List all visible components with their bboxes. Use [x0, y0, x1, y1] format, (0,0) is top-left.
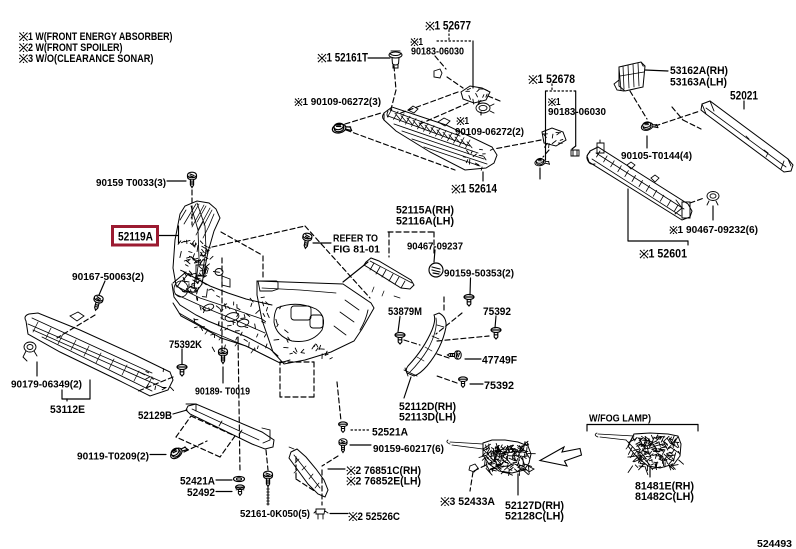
svg-text:90467-09237: 90467-09237 — [407, 241, 463, 253]
svg-text:90159 T0033(3): 90159 T0033(3) — [96, 177, 166, 189]
svg-text:52119A: 52119A — [118, 230, 153, 244]
svg-text:90167-50063(2): 90167-50063(2) — [72, 271, 144, 283]
svg-text:1 90109-06272(3): 1 90109-06272(3) — [303, 96, 382, 108]
svg-text:FIG 81-01: FIG 81-01 — [333, 244, 380, 256]
svg-text:3 W/O(CLEARANCE SONAR): 3 W/O(CLEARANCE SONAR) — [28, 53, 154, 65]
svg-text:75392K: 75392K — [169, 339, 202, 351]
svg-text:90105-T0144(4): 90105-T0144(4) — [621, 150, 692, 162]
svg-text:53163A(LH): 53163A(LH) — [670, 77, 727, 89]
svg-text:81482C(LH): 81482C(LH) — [635, 491, 694, 503]
svg-text:1: 1 — [419, 36, 424, 48]
svg-text:1 52677: 1 52677 — [435, 19, 472, 33]
svg-text:2 76852E(LH): 2 76852E(LH) — [356, 476, 422, 488]
svg-text:53112E: 53112E — [50, 404, 85, 416]
svg-text:52128C(LH): 52128C(LH) — [505, 511, 564, 523]
svg-text:W/FOG LAMP): W/FOG LAMP) — [589, 413, 651, 425]
svg-text:1: 1 — [556, 96, 561, 108]
svg-text:52113D(LH): 52113D(LH) — [399, 412, 456, 424]
svg-text:2 W(FRONT SPOILER): 2 W(FRONT SPOILER) — [28, 42, 123, 54]
svg-text:52161-0K050(5): 52161-0K050(5) — [240, 508, 310, 520]
svg-text:52021: 52021 — [730, 89, 758, 103]
svg-text:524493: 524493 — [757, 538, 792, 549]
svg-text:1 52678: 1 52678 — [538, 72, 576, 86]
svg-text:1 52161T: 1 52161T — [327, 51, 369, 65]
svg-text:1 52601: 1 52601 — [649, 247, 688, 261]
svg-text:75392: 75392 — [484, 380, 514, 392]
svg-text:90189- T0019: 90189- T0019 — [195, 386, 250, 398]
svg-text:3 52433A: 3 52433A — [450, 496, 496, 508]
svg-text:90159-50353(2): 90159-50353(2) — [444, 268, 514, 280]
svg-text:2 52526C: 2 52526C — [358, 511, 401, 523]
svg-text:52129B: 52129B — [138, 410, 172, 422]
svg-text:52421A: 52421A — [180, 476, 215, 488]
svg-text:75392: 75392 — [483, 306, 511, 318]
svg-text:52127D(RH): 52127D(RH) — [505, 500, 564, 512]
svg-text:81481E(RH): 81481E(RH) — [635, 481, 694, 493]
svg-text:90183-06030: 90183-06030 — [548, 106, 606, 118]
svg-text:90109-06272(2): 90109-06272(2) — [455, 126, 524, 138]
svg-text:1: 1 — [465, 115, 470, 127]
svg-text:90183-06030: 90183-06030 — [411, 46, 464, 58]
svg-text:53162A(RH): 53162A(RH) — [670, 65, 728, 77]
svg-text:90119-T0209(2): 90119-T0209(2) — [77, 451, 149, 463]
svg-text:47749F: 47749F — [482, 355, 517, 367]
svg-text:90159-60217(6): 90159-60217(6) — [373, 443, 444, 455]
svg-text:53879M: 53879M — [388, 306, 422, 318]
svg-text:52492: 52492 — [187, 487, 215, 499]
svg-text:2 76851C(RH): 2 76851C(RH) — [356, 465, 422, 477]
svg-text:90179-06349(2): 90179-06349(2) — [11, 379, 82, 391]
svg-text:52521A: 52521A — [372, 427, 408, 439]
svg-text:1 90467-09232(6): 1 90467-09232(6) — [678, 224, 759, 236]
svg-text:52112D(RH): 52112D(RH) — [399, 401, 456, 413]
svg-text:52115A(RH): 52115A(RH) — [396, 205, 454, 217]
svg-text:REFER TO: REFER TO — [333, 233, 378, 245]
svg-text:1 52614: 1 52614 — [461, 182, 498, 196]
svg-text:52116A(LH): 52116A(LH) — [396, 216, 454, 228]
svg-text:1 W(FRONT ENERGY ABSORBER): 1 W(FRONT ENERGY ABSORBER) — [28, 31, 173, 43]
